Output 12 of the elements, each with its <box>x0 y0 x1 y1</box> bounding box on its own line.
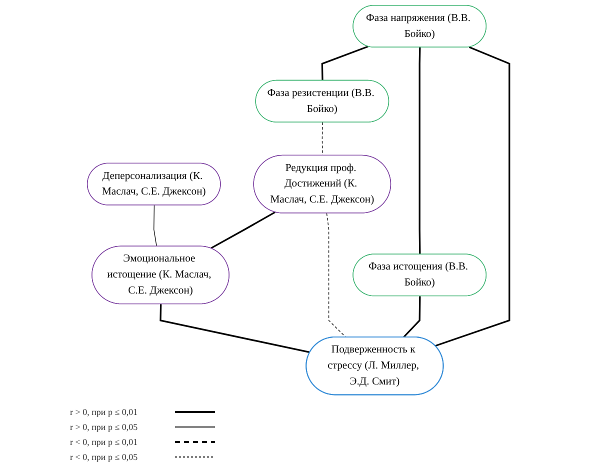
connector <box>326 212 346 338</box>
connector <box>320 46 368 81</box>
legend-label: r < 0, при p ≤ 0,05 <box>70 452 139 462</box>
connector <box>402 296 420 338</box>
connector <box>153 204 157 247</box>
connector <box>434 46 510 347</box>
legend-label: r < 0, при p ≤ 0,01 <box>70 436 139 446</box>
legend-label: r > 0, при p ≤ 0,01 <box>70 406 139 416</box>
connector <box>418 47 420 254</box>
connector <box>210 211 276 250</box>
connector <box>159 304 310 354</box>
legend-label: r > 0, при p ≤ 0,05 <box>70 422 139 432</box>
